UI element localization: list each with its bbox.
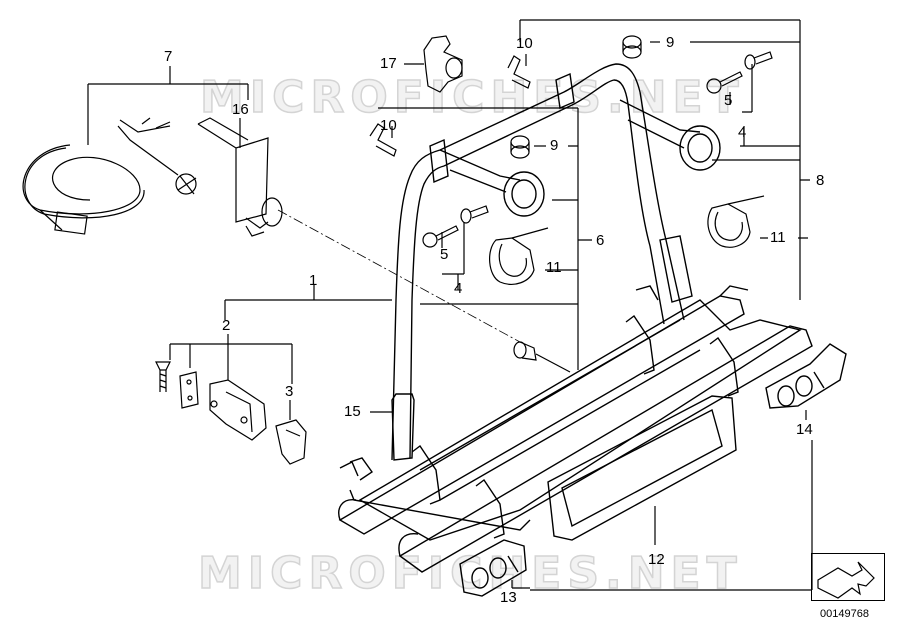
callout-16: 16 [232,101,249,118]
key-right [706,71,743,94]
leader-4b [441,222,465,290]
plate-part [179,371,199,409]
leader-1 [224,284,392,320]
leader-13 [511,580,530,589]
end-cap-top [622,35,642,59]
callout-10-top: 10 [516,35,533,52]
orientation-arrow-icon [817,561,875,599]
callout-10-left: 10 [380,117,397,134]
callout-14: 14 [796,421,813,438]
callout-3: 3 [285,383,294,400]
callout-17: 17 [380,55,397,72]
callout-5-right: 5 [724,92,733,109]
leader-4a [729,64,753,146]
mounting-bracket [197,117,283,237]
callout-6: 6 [596,232,605,249]
callout-9-mid: 9 [550,137,559,154]
strap-left [489,227,549,285]
callout-15: 15 [344,403,361,420]
watermark-bottom: MICROFICHES.NET [197,547,743,600]
leader-2 [169,334,293,384]
connector-plug [513,341,571,373]
callout-13: 13 [500,589,517,606]
cap-part [275,419,307,465]
callout-4-right: 4 [738,124,747,141]
end-cap-mid [510,135,530,159]
callout-12: 12 [648,551,665,568]
lock-cylinder-right [744,51,773,70]
main-frame [391,63,721,461]
wiring-harness [22,117,197,235]
strap-right [707,195,765,248]
lock-cylinder-left [460,205,489,224]
callout-11-left: 11 [546,259,562,276]
callout-11-right: 11 [770,229,786,246]
leader-8 [519,19,810,300]
tail-light-right [765,343,847,409]
callout-5-left: 5 [440,246,449,263]
reference-box [811,553,885,601]
leader-6 [378,107,592,370]
callout-4-left: 4 [454,280,463,297]
callout-2: 2 [222,317,231,334]
callout-9-top: 9 [666,34,675,51]
locking-pin-top [507,55,531,89]
carrier-base [338,285,813,573]
leader-7 [87,66,249,145]
reference-number: 00149768 [820,608,869,620]
locking-pin-left [369,123,397,157]
callout-1: 1 [309,272,318,289]
callout-7: 7 [164,48,173,65]
frame-clamp [423,35,463,93]
tail-light-left [459,539,527,597]
license-plate-holder [547,395,737,541]
leader-12 [530,440,813,591]
key-left [422,225,459,248]
bolt-part [155,361,171,392]
lock-housing [209,379,267,441]
callout-8: 8 [816,172,825,189]
center-line [277,209,521,343]
